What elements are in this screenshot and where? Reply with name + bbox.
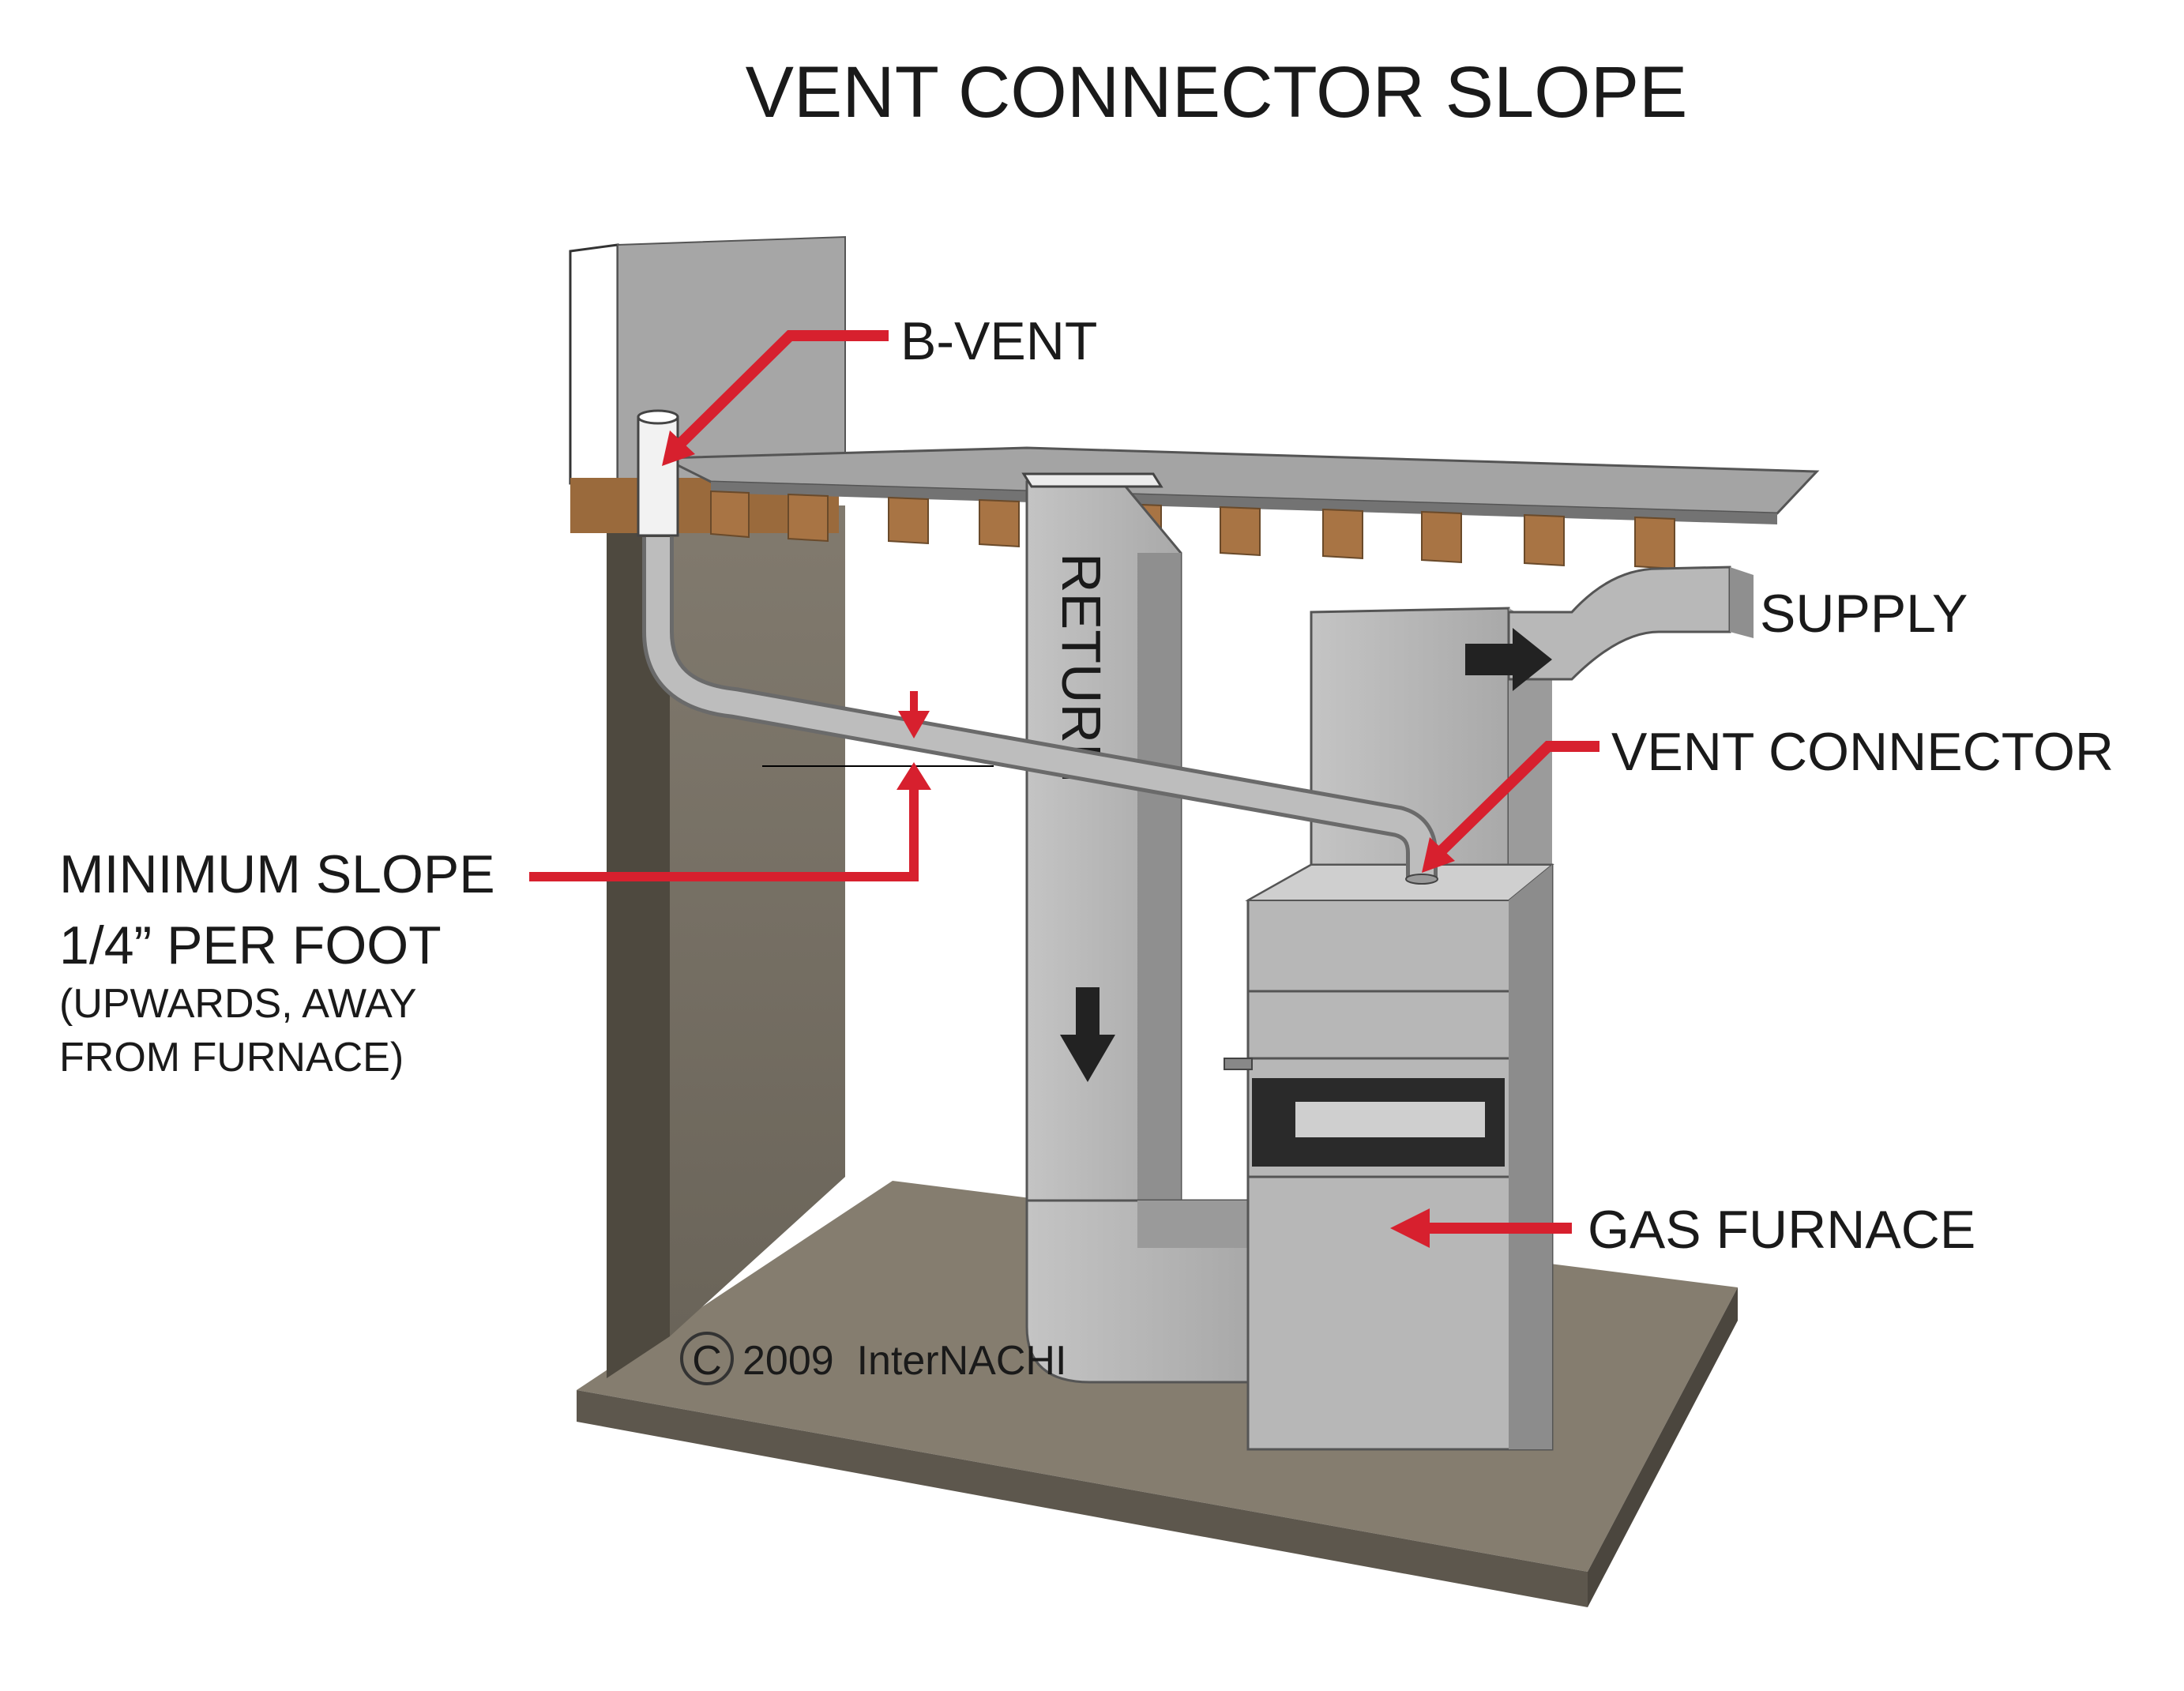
upper-wall <box>569 235 846 533</box>
supply-label: SUPPLY <box>1760 584 1968 644</box>
copyright-notice: C 2009 InterNACHI <box>680 1332 1066 1385</box>
copyright-circle <box>680 1332 734 1385</box>
return-label: RETURN <box>1051 553 1112 783</box>
return-duct: RETURN <box>1021 472 1250 1384</box>
vent-connector-label: VENT CONNECTOR <box>1611 722 2114 782</box>
b-vent-label: B-VENT <box>900 311 1097 371</box>
copyright-symbol: C <box>692 1338 722 1384</box>
gas-furnace <box>1224 863 1554 1451</box>
gas-inlet-pipe <box>1224 1058 1253 1070</box>
b-vent-callout-arrow <box>662 330 889 466</box>
supply-airflow-arrow <box>1465 628 1552 691</box>
return-airflow-arrow <box>1060 987 1115 1082</box>
gas-furnace-label: GAS FURNACE <box>1588 1200 1975 1260</box>
minimum-slope-callout-arrow <box>529 691 931 881</box>
vent-connector-callout-arrow <box>1422 741 1599 873</box>
minimum-slope-label: MINIMUM SLOPE 1/4” PER FOOT (UPWARDS, AW… <box>59 844 495 1080</box>
copyright-text: 2009 InterNACHI <box>742 1338 1066 1384</box>
minimum-slope-line-3: (UPWARDS, AWAY <box>59 981 417 1027</box>
minimum-slope-line-4: FROM FURNACE) <box>59 1035 404 1080</box>
minimum-slope-line-1: MINIMUM SLOPE <box>59 844 495 904</box>
vent-system <box>637 409 1438 885</box>
callouts <box>529 330 1599 1248</box>
subfloor-sheet <box>663 446 1820 524</box>
diagram-title: VENT CONNECTOR SLOPE <box>746 52 1688 133</box>
gas-furnace-callout-arrow <box>1390 1208 1572 1248</box>
minimum-slope-line-2: 1/4” PER FOOT <box>59 915 442 975</box>
